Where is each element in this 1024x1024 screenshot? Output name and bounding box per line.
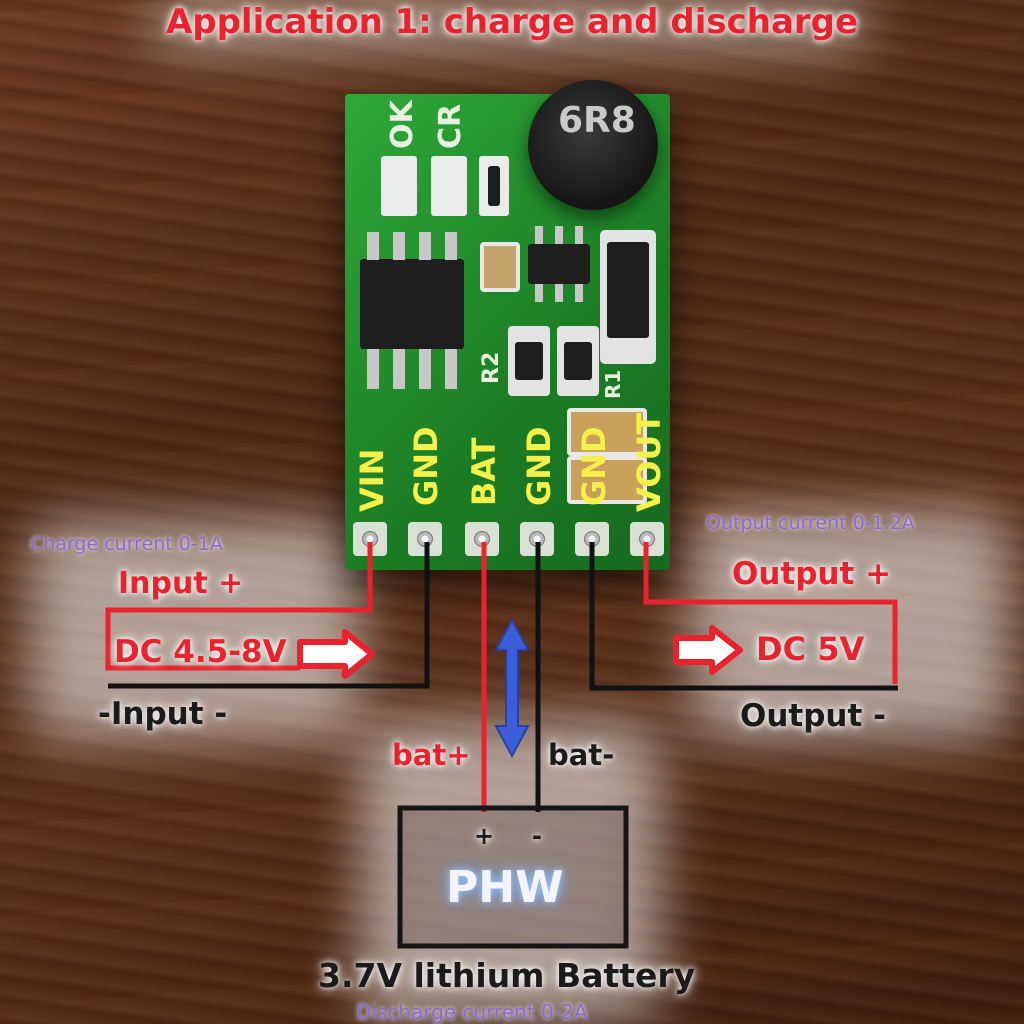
title-glow (150, 0, 870, 48)
output-current-label: Output current 0-1.2A (706, 512, 915, 534)
output-capacitor (567, 456, 647, 504)
output-negative-wire (589, 542, 898, 691)
diode-body (607, 242, 649, 338)
diagram-title: Application 1: charge and discharge (165, 2, 859, 42)
ic-pin (367, 349, 379, 389)
mosfet-pin (535, 226, 543, 244)
input-positive-label: Input + (118, 566, 244, 601)
input-negative-wire (108, 542, 430, 689)
ic-pin (419, 232, 431, 260)
battery-glow (360, 720, 660, 1020)
battery-minus-sign: - (532, 822, 542, 850)
input-arrow-icon (297, 629, 375, 679)
output-arrow-icon (673, 625, 743, 675)
ic-pin (419, 349, 431, 389)
input-positive-wire (105, 542, 373, 671)
discharge-current-label: Discharge current 0-2A (356, 1000, 588, 1024)
smd-capacitor (480, 242, 520, 292)
dc-output-label: DC 5V (756, 630, 865, 668)
dc-input-range-label: DC 4.5-8V (114, 634, 287, 670)
mosfet-pin (575, 284, 583, 302)
pcb-board: OK CR 6R8 (345, 80, 670, 570)
right-annotation-glow (690, 510, 1010, 740)
mosfet (528, 244, 590, 284)
mosfet-pin (555, 226, 563, 244)
battery-positive-label: bat+ (392, 738, 471, 772)
output-positive-wire (643, 542, 898, 684)
battery-negative-label: bat- (548, 738, 615, 772)
inductor-label: 6R8 (558, 100, 636, 141)
bidirectional-arrow-icon (494, 617, 530, 759)
inductor: 6R8 (528, 80, 658, 210)
ic-pin (393, 349, 405, 389)
resistor-r2-body (515, 342, 543, 380)
input-negative-label: -Input - (98, 696, 228, 732)
ic-pin (445, 349, 457, 389)
battery-box (397, 805, 629, 949)
mosfet-pin (575, 226, 583, 244)
ok-led (381, 156, 417, 216)
resistor-r1-body (564, 342, 592, 380)
charge-current-label: Charge current 0-1A (30, 533, 223, 555)
mosfet-pin (535, 284, 543, 302)
output-capacitor (567, 408, 647, 456)
left-annotation-glow (30, 520, 360, 740)
charger-ic (360, 259, 464, 349)
battery-plus-sign: + (474, 822, 495, 850)
ic-pin (367, 232, 379, 260)
resistor-body (488, 166, 500, 206)
ic-pin (445, 232, 457, 260)
phw-logo: PHW (446, 862, 564, 913)
mosfet-pin (555, 284, 563, 302)
battery-label: 3.7V lithium Battery (318, 956, 696, 995)
cr-led (431, 156, 467, 216)
ic-pin (393, 232, 405, 260)
output-negative-label: Output - (740, 698, 886, 734)
output-positive-label: Output + (732, 556, 892, 592)
